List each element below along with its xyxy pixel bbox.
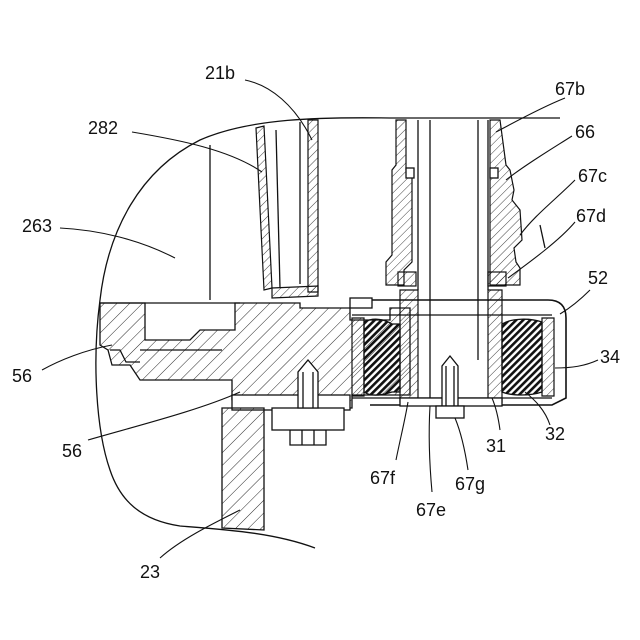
label-67g: 67g <box>455 474 485 494</box>
label-67e: 67e <box>416 500 446 520</box>
upper-right-edge <box>540 225 545 248</box>
ring-34-right <box>542 318 554 396</box>
label-34: 34 <box>600 347 620 367</box>
label-66: 66 <box>575 122 595 142</box>
shaft-67-left-wall <box>400 290 418 402</box>
left-bolt-head <box>290 430 326 445</box>
label-56a: 56 <box>12 366 32 386</box>
label-282: 282 <box>88 118 118 138</box>
label-52: 52 <box>588 268 608 288</box>
leader-67e <box>429 406 432 492</box>
left-bolt-washer <box>272 408 344 430</box>
leader-56b <box>88 392 240 440</box>
shaft-67-right-wall <box>488 290 502 402</box>
small-bolt-head <box>350 298 372 308</box>
label-32: 32 <box>545 424 565 444</box>
post-23 <box>222 408 264 530</box>
label-56b: 56 <box>62 441 82 461</box>
part-282-wall <box>256 126 272 290</box>
leader-282 <box>132 132 262 172</box>
leader-263 <box>60 228 175 258</box>
leader-67c <box>520 180 575 235</box>
label-67f: 67f <box>370 468 396 488</box>
rubber-32-left <box>364 319 400 395</box>
leader-32 <box>525 392 550 425</box>
collar-67d-right <box>488 272 506 286</box>
leader-66 <box>506 136 572 180</box>
label-67b: 67b <box>555 79 585 99</box>
center-bolt-head <box>436 406 464 418</box>
tube-inner-line <box>276 130 280 288</box>
sleeve-67-right <box>490 120 522 285</box>
collar-67d-left <box>398 272 416 286</box>
leader-34 <box>555 360 598 368</box>
leader-67b <box>496 98 565 132</box>
center-bolt-shank <box>442 356 458 406</box>
label-21b: 21b <box>205 63 235 83</box>
label-23: 23 <box>140 562 160 582</box>
part-21b-wall <box>308 120 318 292</box>
label-263: 263 <box>22 216 52 236</box>
part-21b-bottom <box>272 286 318 298</box>
ring-34-left <box>352 318 364 396</box>
leader-56a <box>42 345 112 370</box>
leader-67f <box>396 402 408 460</box>
small-pin-right <box>490 168 498 178</box>
leader-67g <box>455 418 468 470</box>
rubber-32-right <box>502 319 542 395</box>
leader-21b <box>245 80 312 140</box>
label-67d: 67d <box>576 206 606 226</box>
small-pin-left <box>406 168 414 178</box>
sleeve-67-left <box>386 120 412 285</box>
label-31: 31 <box>486 436 506 456</box>
label-67c: 67c <box>578 166 607 186</box>
